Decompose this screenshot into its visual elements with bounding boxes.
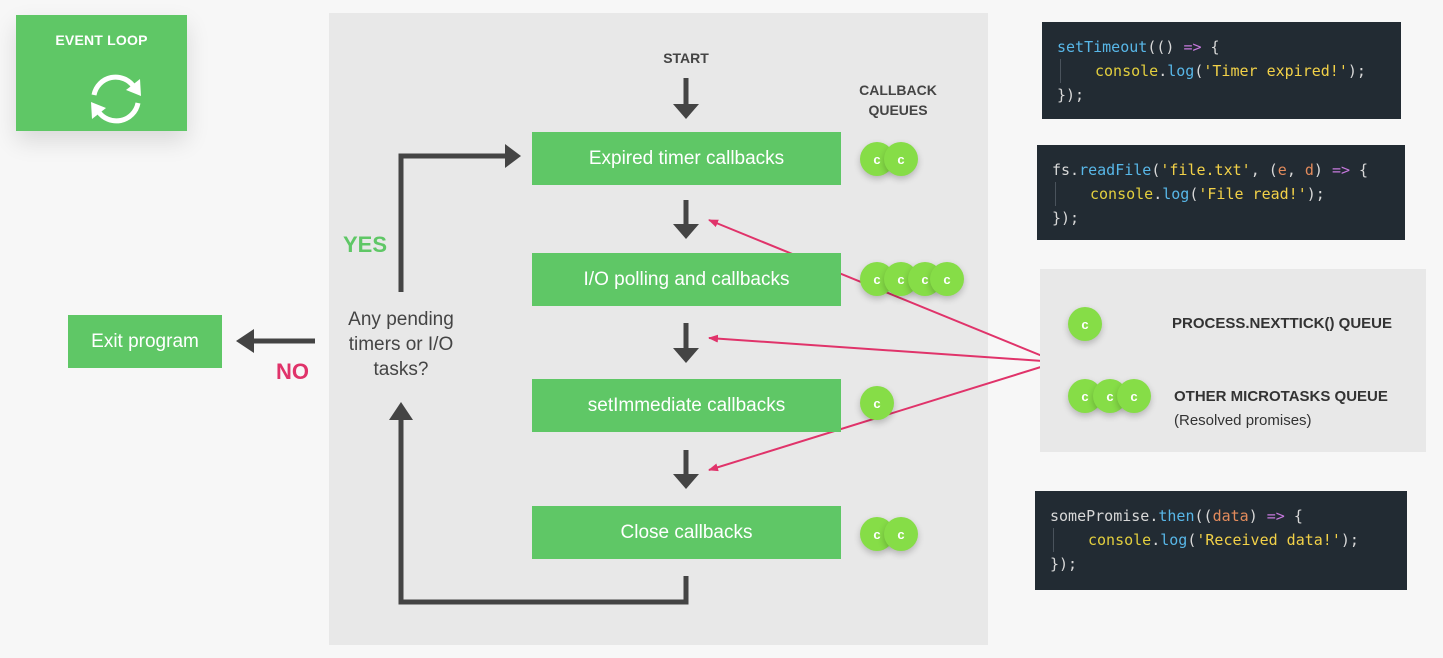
start-label: START xyxy=(663,50,709,66)
yes-label: YES xyxy=(343,232,388,257)
code-line: fs.readFile('file.txt', (e, d) => { xyxy=(1052,161,1369,179)
step-close-callbacks: Close callbacks xyxy=(532,506,841,559)
callback-coin: c xyxy=(884,517,918,551)
code-line: console.log('File read!'); xyxy=(1055,182,1405,206)
callback-queues-heading: CALLBACK QUEUES xyxy=(859,82,937,118)
code-line: somePromise.then((data) => { xyxy=(1050,507,1303,525)
step-setimmediate: setImmediate callbacks xyxy=(532,379,841,432)
resolved-promises-label: (Resolved promises) xyxy=(1174,412,1312,429)
cycle-arrows-icon xyxy=(91,74,141,124)
code-line: }); xyxy=(1057,86,1085,104)
callback-coin: c xyxy=(930,262,964,296)
code-line: console.log('Timer expired!'); xyxy=(1060,59,1401,83)
callback-coin: c xyxy=(884,142,918,176)
code-settimeout: setTimeout(() => { console.log('Timer ex… xyxy=(1042,22,1401,119)
code-promise: somePromise.then((data) => { console.log… xyxy=(1035,491,1407,590)
badge-title: EVENT LOOP xyxy=(55,32,148,48)
code-line: }); xyxy=(1050,555,1078,573)
step-io-polling: I/O polling and callbacks xyxy=(532,253,841,306)
code-line: setTimeout(() => { xyxy=(1057,38,1220,56)
other-microtasks-label: OTHER MICROTASKS QUEUE xyxy=(1174,388,1388,405)
callback-coin: c xyxy=(1117,379,1151,413)
callback-coin: c xyxy=(860,386,894,420)
exit-program-box: Exit program xyxy=(68,315,222,368)
code-readfile: fs.readFile('file.txt', (e, d) => { cons… xyxy=(1037,145,1405,240)
no-label: NO xyxy=(276,359,309,384)
code-line: }); xyxy=(1052,209,1080,227)
event-loop-badge: EVENT LOOP xyxy=(16,15,187,131)
pending-tasks-question: Any pending timers or I/O tasks? xyxy=(348,309,454,380)
code-line: console.log('Received data!'); xyxy=(1053,528,1407,552)
down-arrow xyxy=(673,78,699,119)
microtask-panel xyxy=(1040,269,1426,452)
nexttick-queue-label: PROCESS.NEXTTICK() QUEUE xyxy=(1172,315,1393,332)
callback-coin: c xyxy=(1068,307,1102,341)
step-expired-timers: Expired timer callbacks xyxy=(532,132,841,185)
